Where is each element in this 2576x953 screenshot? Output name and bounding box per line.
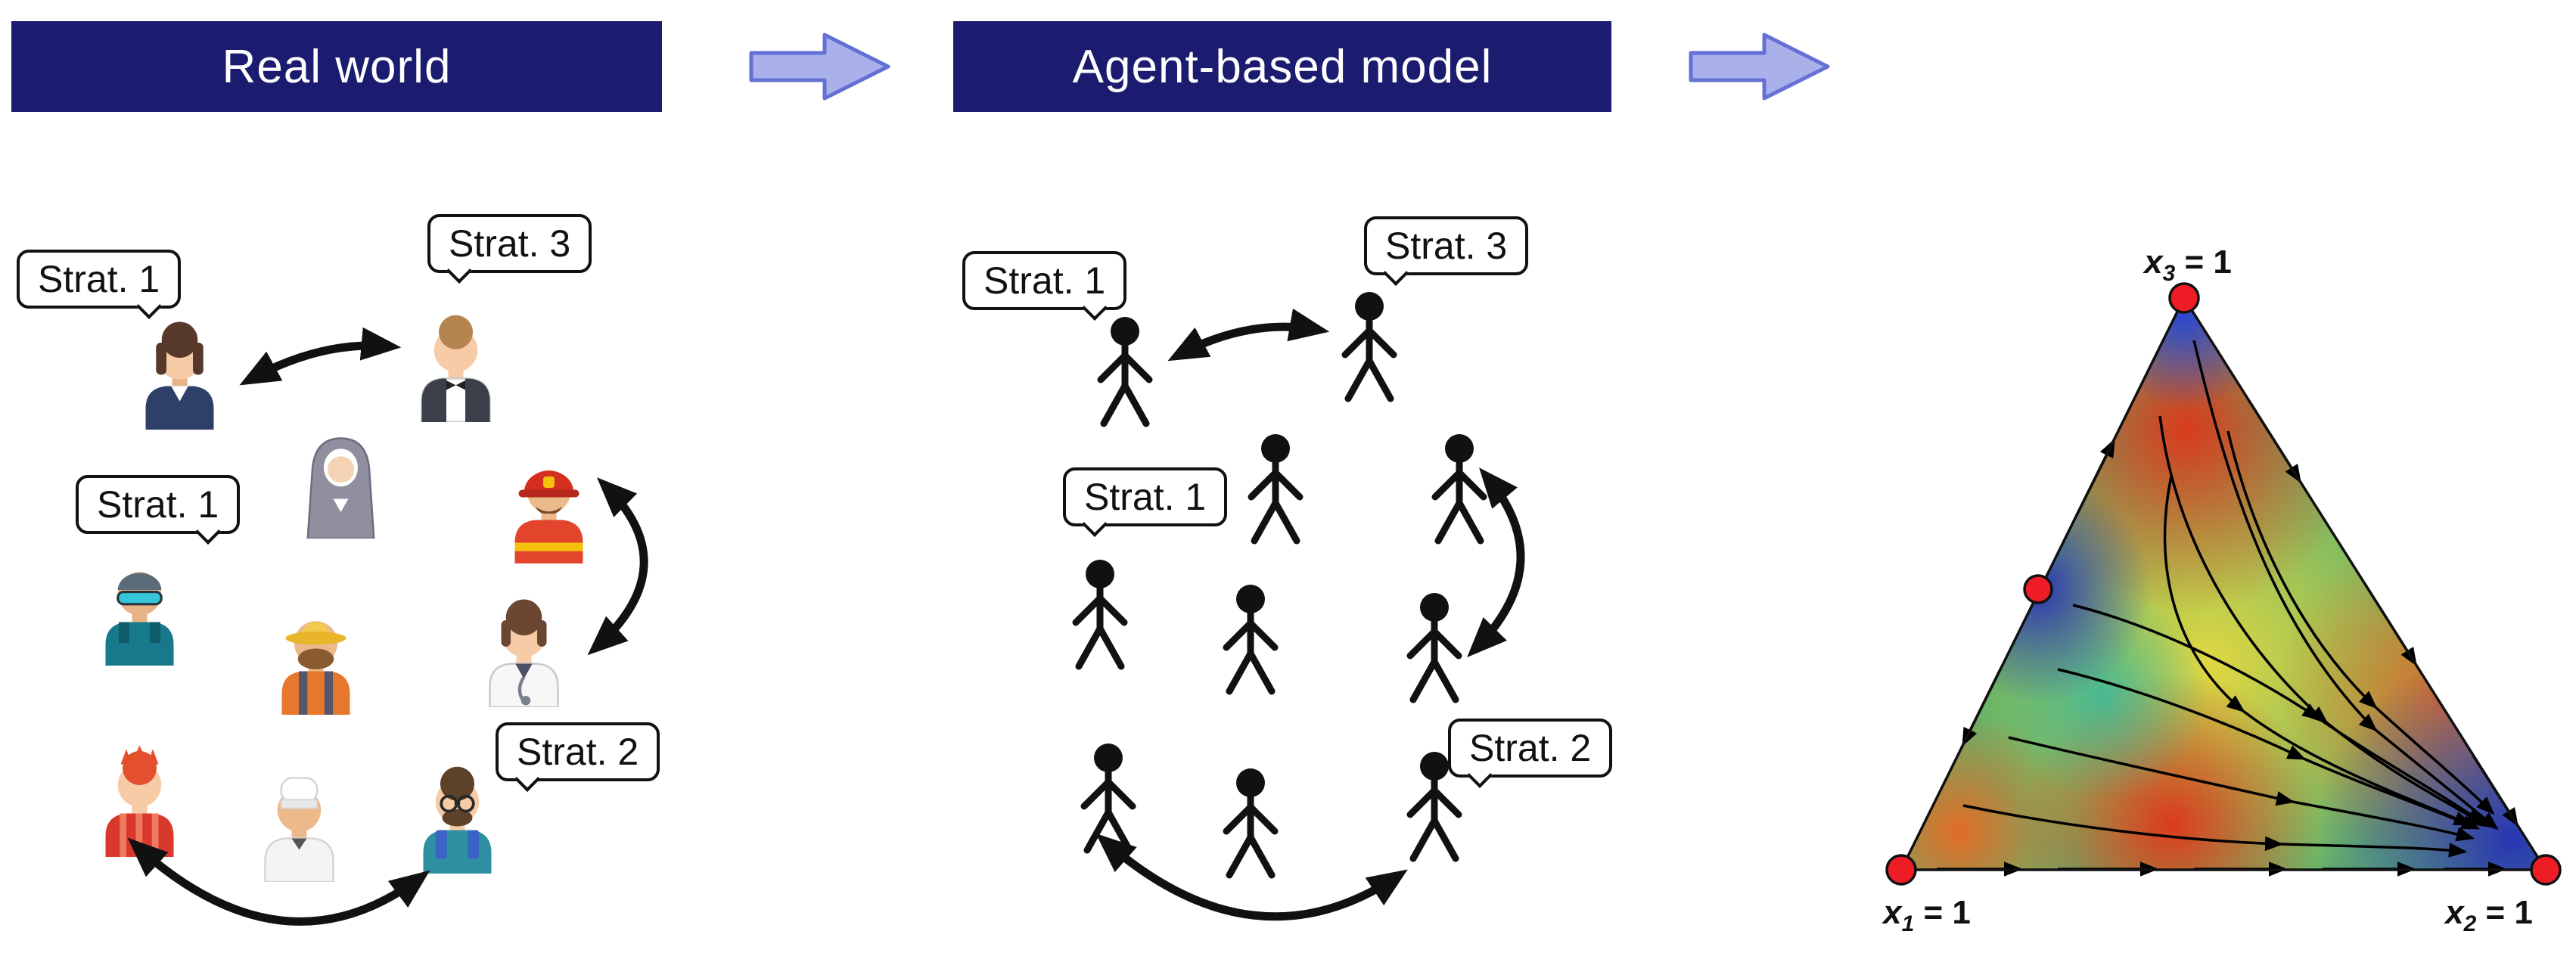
- welder-icon: [105, 572, 174, 666]
- header-abm-label: Agent-based model: [1072, 40, 1493, 93]
- bubble-label: Strat. 3: [449, 222, 571, 265]
- stick-figure-icon: [1213, 582, 1288, 703]
- stick-figure-icon: [1422, 432, 1497, 553]
- payoff-color-field: [1901, 298, 2546, 870]
- fixed-point-x1: [1885, 854, 1917, 886]
- speech-bubble: Strat. 1: [1063, 467, 1228, 526]
- firefighter-icon: [514, 470, 583, 563]
- header-real-world-label: Real world: [222, 40, 452, 93]
- header-abm: Agent-based model: [953, 21, 1611, 112]
- pilot-icon: [145, 321, 214, 430]
- stick-figure-icon: [1213, 766, 1288, 887]
- speech-bubble: Strat. 1: [76, 475, 241, 534]
- redhead-man-icon: [105, 745, 174, 857]
- vertex-label-x1: x1 = 1: [1883, 894, 1971, 936]
- fixed-point-x2: [2530, 854, 2562, 886]
- fixed-points: [1885, 282, 2562, 886]
- flow-arrow-icon-1: [749, 33, 890, 101]
- speech-bubble: Strat. 2: [496, 722, 660, 781]
- stick-figure-icon: [1332, 290, 1407, 411]
- speech-bubble: Strat. 2: [1448, 719, 1613, 778]
- doctor-icon: [489, 599, 559, 707]
- bubble-label: Strat. 2: [1469, 727, 1592, 769]
- header-real-world: Real world: [11, 21, 662, 112]
- fixed-point-x3: [2168, 282, 2200, 314]
- vertex-label-x3: x3 = 1: [2144, 244, 2232, 286]
- speech-bubble: Strat. 1: [17, 250, 182, 309]
- farmer-icon: [281, 621, 350, 715]
- simplex-phase-portrait: [1885, 282, 2562, 886]
- flow-streamlines: [1962, 340, 2499, 858]
- bubble-label: Strat. 1: [1084, 476, 1207, 518]
- stick-figure-icon: [1397, 591, 1472, 712]
- chef-icon: [264, 777, 334, 882]
- flow-arrow-icon-2: [1689, 33, 1830, 101]
- bubble-label: Strat. 3: [1385, 225, 1508, 267]
- stick-figure-icon: [1087, 315, 1163, 436]
- speech-bubble: Strat. 1: [962, 251, 1127, 310]
- bubble-label: Strat. 2: [517, 731, 639, 773]
- bubble-label: Strat. 1: [97, 483, 219, 526]
- student-icon: [423, 766, 492, 874]
- stick-figure-icon: [1238, 432, 1313, 553]
- speech-bubble: Strat. 3: [427, 214, 592, 273]
- nun-icon: [306, 437, 375, 539]
- vertex-label-x2: x2 = 1: [2445, 894, 2533, 936]
- speech-bubble: Strat. 3: [1364, 216, 1529, 275]
- bubble-label: Strat. 1: [38, 258, 160, 300]
- bubble-label: Strat. 1: [983, 259, 1106, 302]
- stick-figure-icon: [1070, 741, 1146, 862]
- fixed-point-edge: [2023, 574, 2053, 604]
- waiter-icon: [421, 315, 491, 422]
- stick-figure-icon: [1062, 557, 1138, 678]
